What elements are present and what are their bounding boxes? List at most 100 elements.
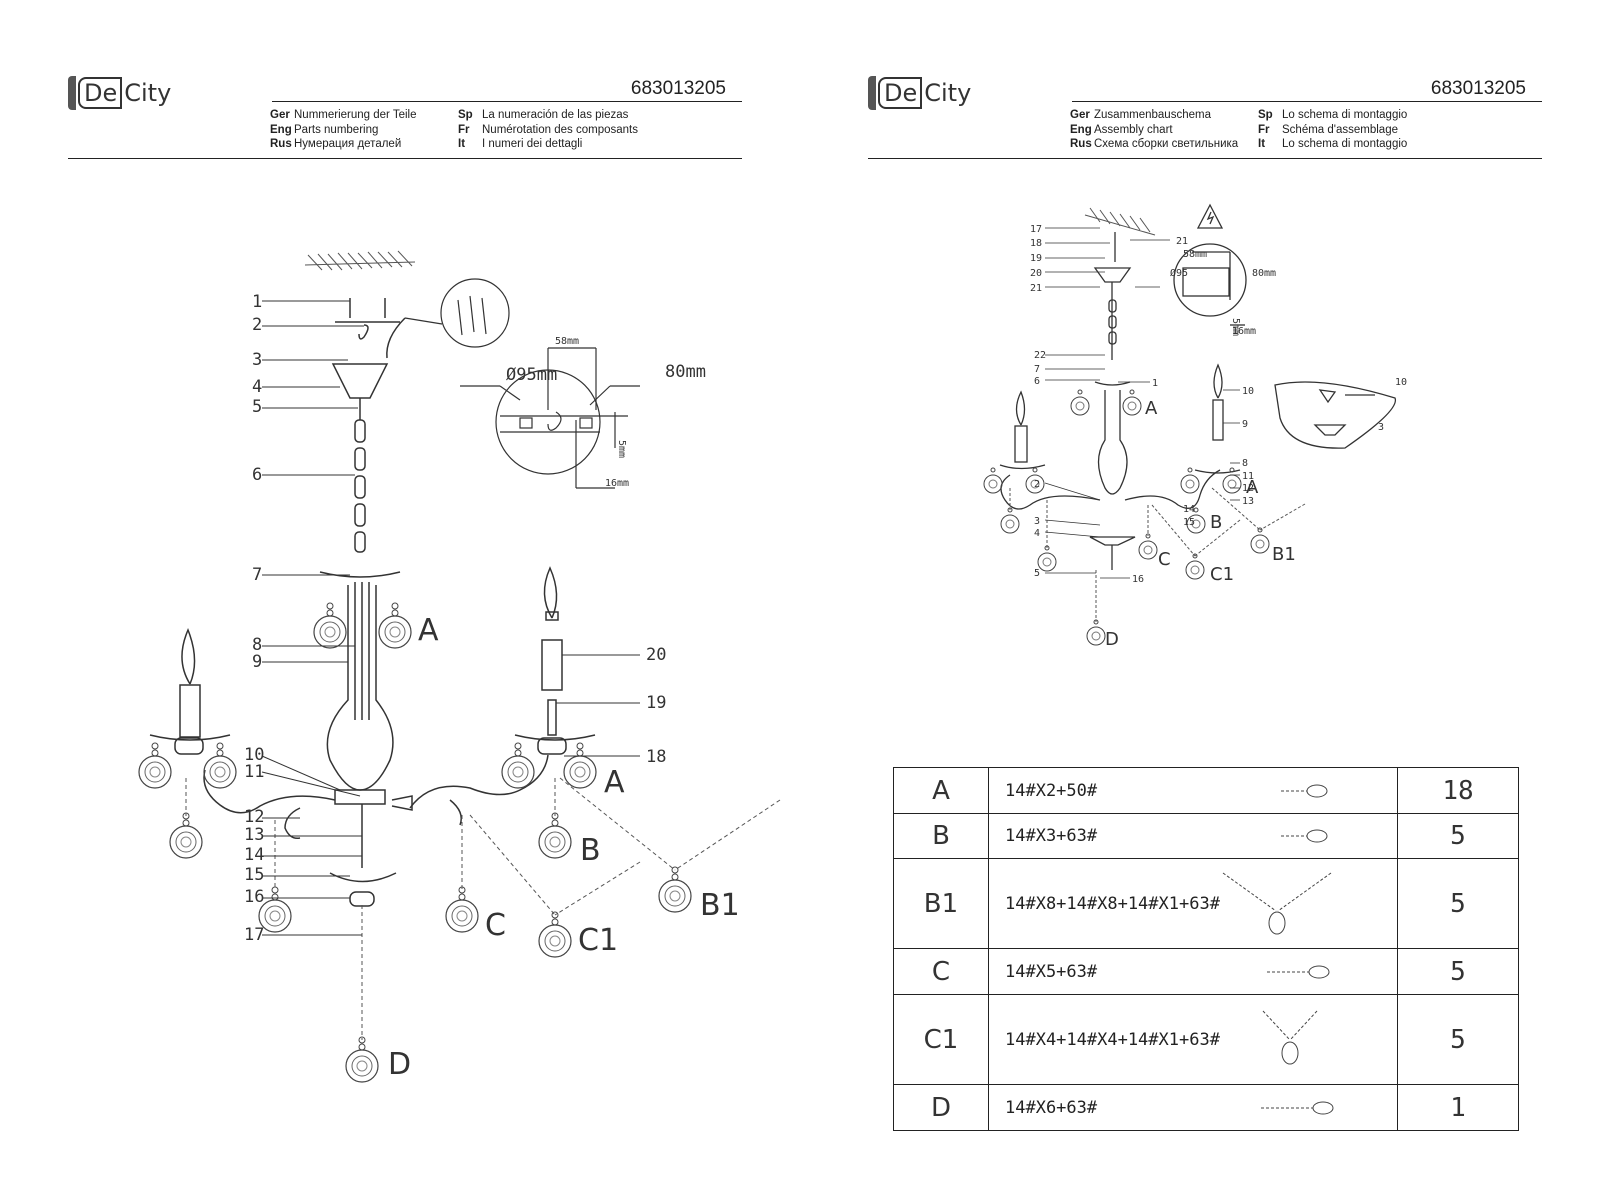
svg-text:20: 20 bbox=[1030, 268, 1042, 279]
assembly-part-labels: 17 18 19 20 21 22 7 6 1 10 9 8 11 12 13 … bbox=[1030, 224, 1407, 585]
crystal-qty: 5 bbox=[1397, 948, 1519, 995]
crystal-code: A bbox=[893, 767, 989, 814]
header-bottom-rule bbox=[68, 158, 742, 159]
canopy-and-chain bbox=[331, 298, 406, 553]
dim-height: 80mm bbox=[665, 362, 706, 382]
wire-connector-callout bbox=[404, 278, 510, 348]
assembled-chandelier bbox=[999, 232, 1397, 570]
bead-strings bbox=[185, 777, 781, 1040]
crystal-code: B bbox=[893, 813, 989, 859]
svg-text:D: D bbox=[388, 1047, 411, 1082]
svg-text:7: 7 bbox=[1034, 364, 1040, 375]
svg-text:9: 9 bbox=[252, 652, 262, 672]
assembled-bead-strings bbox=[1009, 487, 1306, 622]
logo-mark-icon bbox=[68, 76, 76, 110]
crystal-spec: 14#X2+50# bbox=[1005, 780, 1098, 801]
svg-text:13: 13 bbox=[244, 825, 264, 845]
svg-text:10: 10 bbox=[244, 745, 264, 765]
svg-text:3: 3 bbox=[1034, 516, 1040, 527]
svg-text:C1: C1 bbox=[578, 923, 618, 958]
small-v-garland-icon bbox=[1262, 1010, 1318, 1064]
crystal-spec-cell: 14#X5+63# bbox=[988, 948, 1398, 995]
svg-text:2: 2 bbox=[1034, 479, 1040, 490]
assembly-crystal-labels: A A B B1 C C1 D bbox=[1105, 398, 1296, 650]
svg-text:10: 10 bbox=[1242, 386, 1254, 397]
logo-text-de: De bbox=[78, 77, 123, 109]
svg-text:12: 12 bbox=[244, 807, 264, 827]
svg-text:18: 18 bbox=[646, 747, 666, 767]
svg-text:A: A bbox=[1145, 398, 1158, 419]
crystal-spec-cell: 14#X4+14#X4+14#X1+63# bbox=[988, 994, 1398, 1085]
crystal-code: D bbox=[893, 1084, 989, 1131]
ceiling-hatch bbox=[1084, 207, 1156, 236]
svg-text:B: B bbox=[580, 833, 601, 868]
table-row: B1 14#X8+14#X8+14#X1+63# 5 bbox=[893, 858, 1519, 949]
dim-small1: 5mm bbox=[616, 440, 627, 458]
svg-text:17: 17 bbox=[1030, 224, 1042, 235]
document-number-right: 683013205 bbox=[1430, 78, 1526, 99]
svg-text:2: 2 bbox=[252, 315, 262, 335]
svg-text:18: 18 bbox=[1030, 238, 1042, 249]
part-number-labels: 1 2 3 4 5 6 7 8 9 10 11 12 13 14 15 16 1… bbox=[244, 292, 666, 945]
assembly-chart-diagram: 17 18 19 20 21 22 7 6 1 10 9 8 11 12 13 … bbox=[983, 203, 1407, 650]
crystal-code: C bbox=[893, 948, 989, 995]
warning-triangle-icon bbox=[1196, 203, 1224, 229]
crystal-qty: 5 bbox=[1397, 994, 1519, 1085]
svg-text:C1: C1 bbox=[1210, 564, 1234, 585]
svg-text:21: 21 bbox=[1030, 283, 1042, 294]
svg-text:19: 19 bbox=[1030, 253, 1042, 264]
svg-text:B1: B1 bbox=[1272, 544, 1296, 565]
header-rule bbox=[1072, 101, 1542, 102]
svg-text:C: C bbox=[1158, 549, 1171, 570]
svg-text:B: B bbox=[1210, 512, 1222, 533]
svg-text:10: 10 bbox=[1395, 377, 1407, 388]
crystal-type-labels: A A B B1 C C1 D bbox=[388, 613, 740, 1082]
crystal-qty: 5 bbox=[1397, 813, 1519, 859]
medium-drop-icon bbox=[1267, 965, 1330, 978]
svg-text:3: 3 bbox=[1378, 422, 1384, 433]
dim-diameter: Ø95mm bbox=[506, 365, 557, 385]
svg-text:5: 5 bbox=[252, 397, 262, 417]
svg-text:11: 11 bbox=[244, 762, 264, 782]
crystal-qty: 5 bbox=[1397, 858, 1519, 949]
svg-text:5: 5 bbox=[1034, 568, 1040, 579]
crystal-spec-cell: 14#X2+50# bbox=[988, 767, 1398, 814]
short-drop-icon bbox=[1281, 784, 1328, 797]
svg-text:B1: B1 bbox=[700, 888, 740, 923]
document-number: 683013205 bbox=[630, 78, 726, 99]
dim-width: 58mm bbox=[555, 336, 579, 347]
crystal-spec-cell: 14#X8+14#X8+14#X1+63# bbox=[988, 858, 1398, 949]
svg-text:8: 8 bbox=[1242, 458, 1248, 469]
crystal-table: A 14#X2+50# 18 B 14#X3+63# 5 B1 14#X8+14… bbox=[893, 767, 1519, 1131]
svg-text:16: 16 bbox=[244, 887, 264, 907]
chandelier-body bbox=[149, 566, 596, 907]
svg-text:11: 11 bbox=[1242, 471, 1254, 482]
crystal-spec-cell: 14#X6+63# bbox=[988, 1084, 1398, 1131]
svg-text:4: 4 bbox=[1034, 528, 1040, 539]
svg-text:9: 9 bbox=[1242, 419, 1248, 430]
svg-text:3: 3 bbox=[252, 350, 262, 370]
crystal-code: C1 bbox=[893, 994, 989, 1085]
svg-text:21: 21 bbox=[1176, 236, 1188, 247]
header-bottom-rule bbox=[868, 158, 1542, 159]
svg-text:1: 1 bbox=[252, 292, 262, 312]
table-row: C1 14#X4+14#X4+14#X1+63# 5 bbox=[893, 994, 1519, 1085]
mounting-plate-callout bbox=[460, 347, 640, 489]
svg-text:6: 6 bbox=[252, 465, 262, 485]
crystal-spec: 14#X8+14#X8+14#X1+63# bbox=[1005, 893, 1220, 914]
crystal-drops bbox=[138, 602, 692, 1083]
svg-text:8: 8 bbox=[252, 635, 262, 655]
svg-text:20: 20 bbox=[646, 645, 666, 665]
svg-text:17: 17 bbox=[244, 925, 264, 945]
svg-text:A: A bbox=[604, 765, 625, 800]
table-row: C 14#X5+63# 5 bbox=[893, 948, 1519, 995]
svg-text:D: D bbox=[1105, 629, 1119, 650]
svg-text:7: 7 bbox=[252, 565, 262, 585]
svg-text:58mm: 58mm bbox=[1183, 249, 1207, 260]
svg-text:A: A bbox=[418, 613, 439, 648]
